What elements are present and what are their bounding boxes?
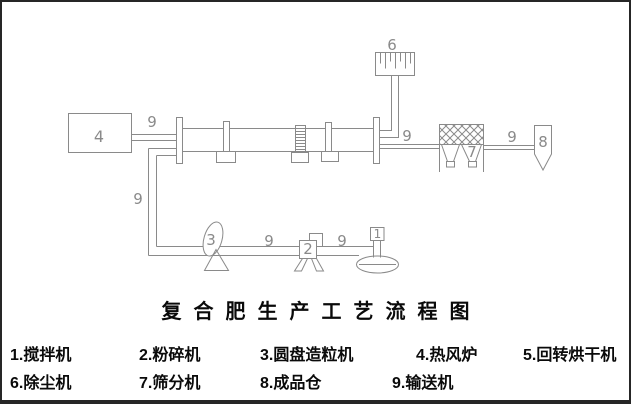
- dryer-support-base-2: [321, 151, 339, 162]
- duct-collector-to-dryer: [380, 76, 399, 138]
- crusher-leg-right: [310, 258, 325, 272]
- dryer-girth-gear: [295, 125, 306, 152]
- conveyor-label-3-2: 9: [264, 232, 274, 250]
- dryer-flange-right: [373, 117, 380, 164]
- screener-number-label: 7: [467, 143, 477, 161]
- granulator-disc: [202, 221, 224, 257]
- dust-collector-shape: [375, 52, 415, 76]
- screener-hopper-left: [440, 144, 461, 162]
- conveyor-bottom-line: [148, 246, 374, 256]
- legend-item-product-bin: 8.成品仓: [260, 375, 322, 392]
- legend-item-dust-collector: 6.除尘机: [10, 375, 72, 392]
- dryer-cylinder: [182, 128, 373, 152]
- crusher-number-label: 2: [303, 240, 313, 258]
- conveyor-label-down-pipe: 9: [133, 190, 143, 208]
- conveyor-label-dryer-out: 9: [402, 127, 412, 145]
- legend-item-crusher: 2.粉碎机: [139, 347, 201, 364]
- dryer-flange-left: [176, 117, 183, 164]
- crusher-leg-left: [293, 258, 309, 272]
- rotary-dryer-shape: [176, 117, 380, 164]
- legend-item-conveyor: 9.输送机: [392, 375, 454, 392]
- screener-outlet-right: [468, 161, 477, 168]
- conveyor-label-2-1: 9: [337, 232, 347, 250]
- mixer-shaft: [373, 240, 381, 258]
- disc-granulator-shape: [202, 221, 230, 271]
- dryer-riding-ring-1: [223, 121, 230, 152]
- legend-item-screener: 7.筛分机: [139, 375, 201, 392]
- legend-item-mixer: 1.搅拌机: [10, 347, 72, 364]
- dryer-gear-base: [291, 152, 309, 163]
- dryer-riding-ring-2: [325, 122, 332, 152]
- dust-collector-filter-lines: [380, 52, 411, 69]
- conveyor-label-to-bin: 9: [507, 128, 517, 146]
- screener-shape: [439, 124, 484, 172]
- hot-air-furnace-shape: [68, 113, 132, 153]
- granulator-stand: [203, 248, 230, 271]
- furnace-number-label: 4: [94, 127, 104, 146]
- mixer-motor-box: [370, 227, 385, 241]
- granulator-number-label: 3: [206, 231, 216, 249]
- furnace-box: [68, 113, 132, 153]
- conveyor-dryer-to-screener: [380, 144, 440, 149]
- flow-diagram-canvas: 4 9 6 9 7 9 8 9 3 9 2 9 1: [68, 36, 552, 274]
- legend-item-granulator: 3.圆盘造粒机: [260, 347, 354, 364]
- legend-item-furnace: 4.热风炉: [416, 347, 478, 364]
- conveyor-label-top: 9: [147, 113, 157, 131]
- crusher-shape: [293, 233, 325, 272]
- duct-furnace-to-dryer: [131, 134, 176, 141]
- screener-outlet-left: [446, 161, 455, 168]
- mixer-shape: [356, 227, 399, 274]
- conveyor-screener-to-bin: [483, 145, 534, 150]
- dryer-support-base-1: [216, 151, 236, 163]
- screener-mesh: [439, 124, 484, 145]
- legend-item-rotary-dryer: 5.回转烘干机: [523, 347, 617, 364]
- girth-gear-teeth: [295, 128, 306, 150]
- product-bin-shape: [534, 125, 552, 172]
- diagram-title: 复合肥生产工艺流程图: [161, 301, 482, 323]
- bin-number-label: 8: [538, 133, 548, 151]
- conveyor-pipe-left-down: [148, 148, 176, 256]
- mixer-number-label: 1: [374, 227, 382, 241]
- dust-collector-number-label: 6: [387, 36, 397, 54]
